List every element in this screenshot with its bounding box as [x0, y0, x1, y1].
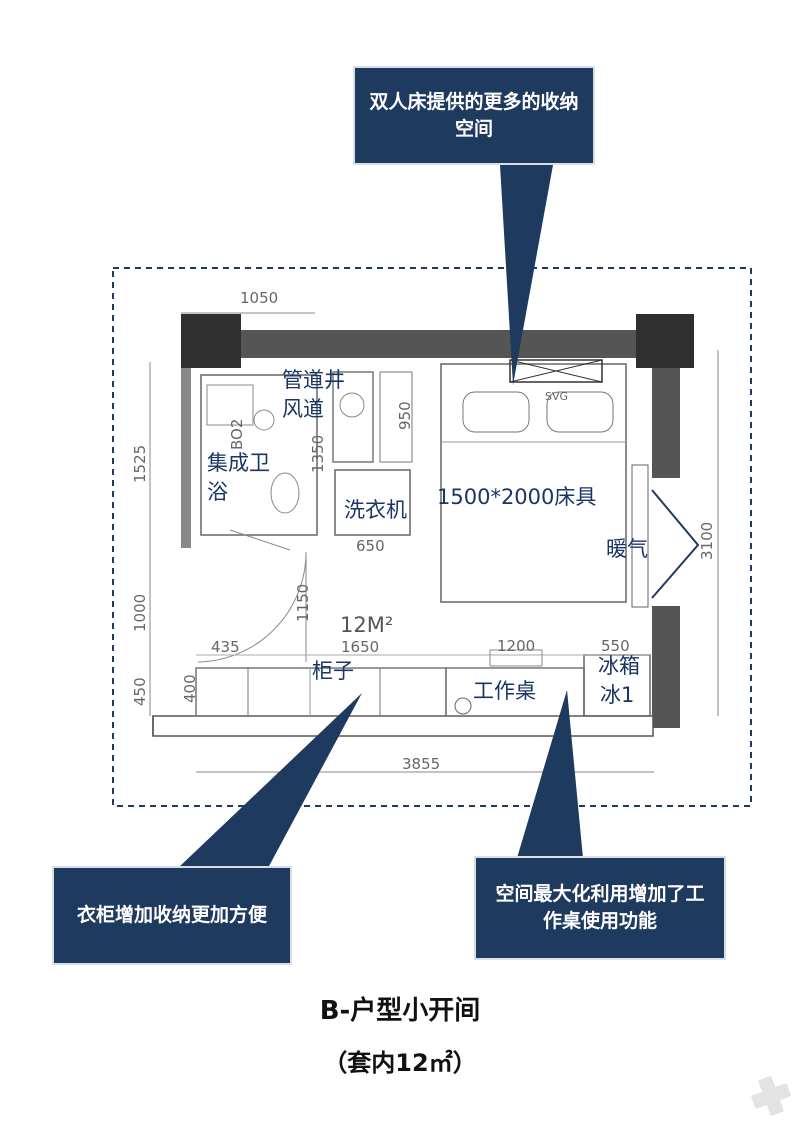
callout-pointer-bed: [500, 165, 553, 385]
dim-1650: 1650: [341, 638, 380, 656]
dim-450: 450: [131, 677, 149, 706]
bottom-wall: [152, 715, 654, 737]
dim-1525: 1525: [131, 444, 149, 483]
dim-3100: 3100: [698, 521, 716, 560]
plan-frame: [112, 267, 752, 807]
label-pipe-well: 管道井: [282, 368, 345, 392]
callout-pointer-wardrobe: [178, 693, 362, 868]
label-bed: 1500*2000床具: [437, 485, 597, 509]
caption-title: B-户型小开间: [319, 996, 481, 1026]
dim-400: 400: [181, 674, 199, 703]
label-desk: 工作桌: [473, 679, 536, 703]
top-wall: [181, 330, 693, 358]
dim-3855: 3855: [402, 755, 441, 773]
caption-subtitle: （套内12㎡）: [323, 1049, 477, 1077]
dim-1150: 1150: [294, 583, 312, 622]
label-bath-code: BO2: [228, 418, 246, 450]
label-bathroom: 集成卫: [207, 451, 270, 475]
left-wall: [181, 368, 191, 548]
label-cabinet: 柜子: [312, 659, 354, 683]
dim-1050: 1050: [240, 289, 279, 307]
dim-1200: 1200: [497, 637, 536, 655]
door-swing: [197, 551, 307, 663]
right-wall-lower: [652, 606, 680, 728]
dim-1000: 1000: [131, 593, 149, 632]
callout-desk: 空间最大化利用增加了工作桌使用功能: [474, 856, 726, 960]
window: [631, 464, 649, 608]
label-washer: 洗衣机: [344, 498, 407, 522]
callout-desk-text: 空间最大化利用增加了工作桌使用功能: [495, 883, 705, 932]
pipe-well-outline: [332, 371, 374, 463]
callout-pointer-desk: [517, 690, 583, 858]
callout-bed: 双人床提供的更多的收纳空间: [353, 66, 595, 165]
corner-column-left: [181, 314, 241, 368]
label-area: 12M²: [340, 613, 394, 637]
dim-1350: 1350: [309, 434, 327, 473]
bathroom-outline: [200, 374, 318, 536]
dim-950: 950: [396, 401, 414, 430]
plus-icon: [751, 1076, 791, 1116]
right-wall-upper: [652, 368, 680, 478]
label-fridge: 冰箱: [598, 654, 640, 678]
dim-650: 650: [356, 537, 385, 555]
dim-550: 550: [601, 637, 630, 655]
corner-column-right: [636, 314, 694, 368]
callout-bed-text: 双人床提供的更多的收纳空间: [369, 90, 579, 140]
bed-outline: [440, 363, 627, 603]
label-heater: 暖气: [606, 537, 648, 561]
callout-wardrobe-text: 衣柜增加收纳更加方便: [76, 904, 267, 926]
label-air-duct: 风道: [282, 397, 324, 421]
dim-435: 435: [211, 638, 240, 656]
label-bathroom-2: 浴: [207, 480, 228, 504]
washer-outline: [334, 469, 411, 536]
callout-wardrobe: 衣柜增加收纳更加方便: [52, 866, 292, 965]
label-heater-code: SVG: [545, 390, 569, 403]
label-fridge-code: 冰1: [600, 683, 635, 707]
heater-unit-top: [509, 359, 603, 383]
